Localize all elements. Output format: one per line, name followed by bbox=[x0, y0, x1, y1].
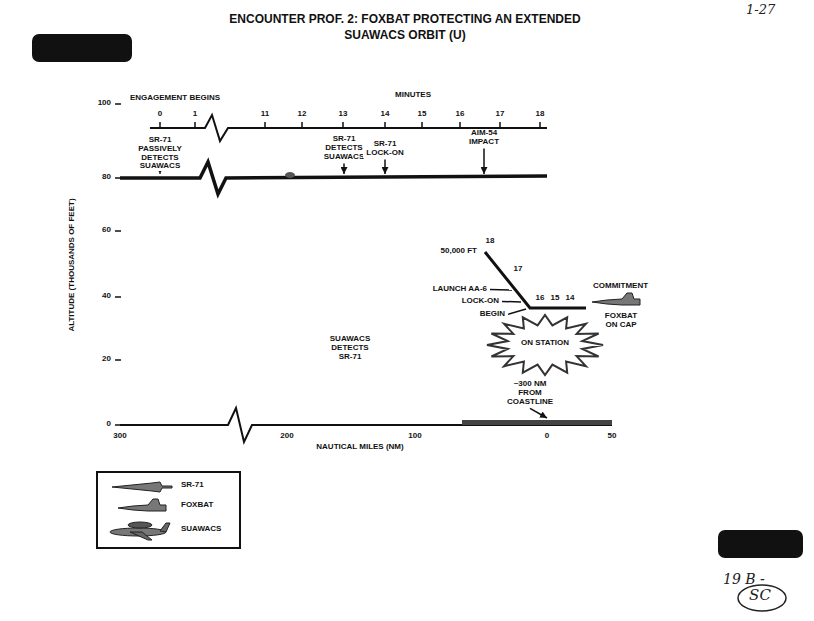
tick-label: 100 bbox=[97, 99, 112, 108]
axis-title: ENGAGEMENT BEGINS bbox=[129, 94, 221, 103]
tick-label: 200 bbox=[279, 432, 294, 441]
tick-label: 11 bbox=[260, 110, 270, 119]
leader-line bbox=[508, 309, 526, 314]
handwritten-circle bbox=[738, 585, 786, 611]
time-mark: 15 bbox=[550, 294, 561, 303]
tick-label: 20 bbox=[101, 355, 112, 364]
foxbat-track bbox=[485, 252, 586, 308]
tick-label: 12 bbox=[297, 110, 308, 119]
leader-line bbox=[490, 289, 512, 291]
redaction bbox=[718, 530, 803, 558]
chart-title: ENCOUNTER PROF. 2: FOXBAT PROTECTING AN … bbox=[224, 12, 586, 43]
legend-box bbox=[97, 472, 240, 548]
altitude-ticks bbox=[115, 104, 121, 425]
event-note: FOXBAT ON CAP bbox=[600, 312, 642, 330]
foxbat-icon bbox=[592, 293, 640, 305]
event-note: AIM-54 IMPACT bbox=[462, 129, 506, 147]
sr71-icon bbox=[112, 482, 172, 492]
distance-note: ~300 NM FROM COASTLINE bbox=[502, 380, 559, 406]
tick-label: 300 bbox=[112, 432, 127, 441]
leader-line bbox=[483, 149, 485, 174]
leader-line bbox=[530, 408, 547, 418]
time-mark: 17 bbox=[513, 265, 524, 274]
event-note: LAUNCH AA-6 bbox=[432, 285, 488, 294]
event-note: SR-71 LOCK-ON bbox=[363, 140, 407, 158]
legend-label: SR-71 bbox=[180, 481, 205, 490]
suawacs-icon bbox=[110, 522, 170, 540]
tick-label: 50 bbox=[607, 432, 618, 441]
time-mark: 18 bbox=[485, 237, 496, 246]
distance-axis bbox=[120, 408, 612, 442]
event-note: BEGIN bbox=[479, 310, 506, 319]
time-ticks bbox=[160, 122, 540, 128]
axis-title: NAUTICAL MILES (NM) bbox=[315, 443, 404, 452]
time-mark: 16 bbox=[535, 294, 546, 303]
redaction bbox=[32, 34, 132, 62]
legend-label: FOXBAT bbox=[180, 501, 214, 510]
explosion-burst bbox=[487, 315, 603, 375]
event-note: SR-71 PASSIVELY DETECTS SUAWACS bbox=[134, 136, 186, 171]
event-note: SUAWACS DETECTS SR-71 bbox=[324, 335, 376, 361]
altitude-note: 50,000 FT bbox=[440, 247, 478, 256]
legend-label: SUAWACS bbox=[180, 525, 222, 534]
tick-label: 14 bbox=[380, 110, 391, 119]
sr71-marker bbox=[285, 172, 295, 178]
tick-label: 18 bbox=[535, 110, 546, 119]
event-note: SR-71 DETECTS SUAWACS bbox=[319, 135, 369, 161]
axis-title: ALTITUDE (THOUSANDS OF FEET) bbox=[68, 197, 77, 332]
tick-label: 0 bbox=[157, 110, 163, 119]
tick-label: 15 bbox=[417, 110, 428, 119]
event-note: LOCK-ON bbox=[461, 297, 500, 306]
tick-label: 0 bbox=[544, 432, 550, 441]
leader-line bbox=[502, 301, 521, 303]
tick-label: 13 bbox=[338, 110, 349, 119]
leader-line bbox=[384, 160, 386, 174]
page-number: 1-27 bbox=[745, 3, 776, 17]
tick-label: 0 bbox=[106, 420, 112, 429]
tick-label: 40 bbox=[101, 292, 112, 301]
handwritten-note: 19 B - bbox=[722, 572, 766, 587]
tick-label: 60 bbox=[101, 226, 112, 235]
axis-title: MINUTES bbox=[394, 91, 432, 100]
leader-line bbox=[343, 163, 345, 174]
tick-label: 16 bbox=[455, 110, 466, 119]
coastline-bar bbox=[462, 420, 612, 425]
tick-label: 80 bbox=[101, 173, 112, 182]
event-note: COMMITMENT bbox=[592, 282, 649, 291]
event-note: ON STATION bbox=[520, 339, 570, 348]
tick-label: 17 bbox=[495, 110, 506, 119]
foxbat-icon bbox=[118, 499, 166, 511]
time-mark: 14 bbox=[565, 294, 576, 303]
handwritten-note: SC bbox=[748, 587, 772, 604]
tick-label: 1 bbox=[192, 110, 198, 119]
tick-label: 100 bbox=[407, 432, 422, 441]
leader-line bbox=[159, 172, 161, 174]
